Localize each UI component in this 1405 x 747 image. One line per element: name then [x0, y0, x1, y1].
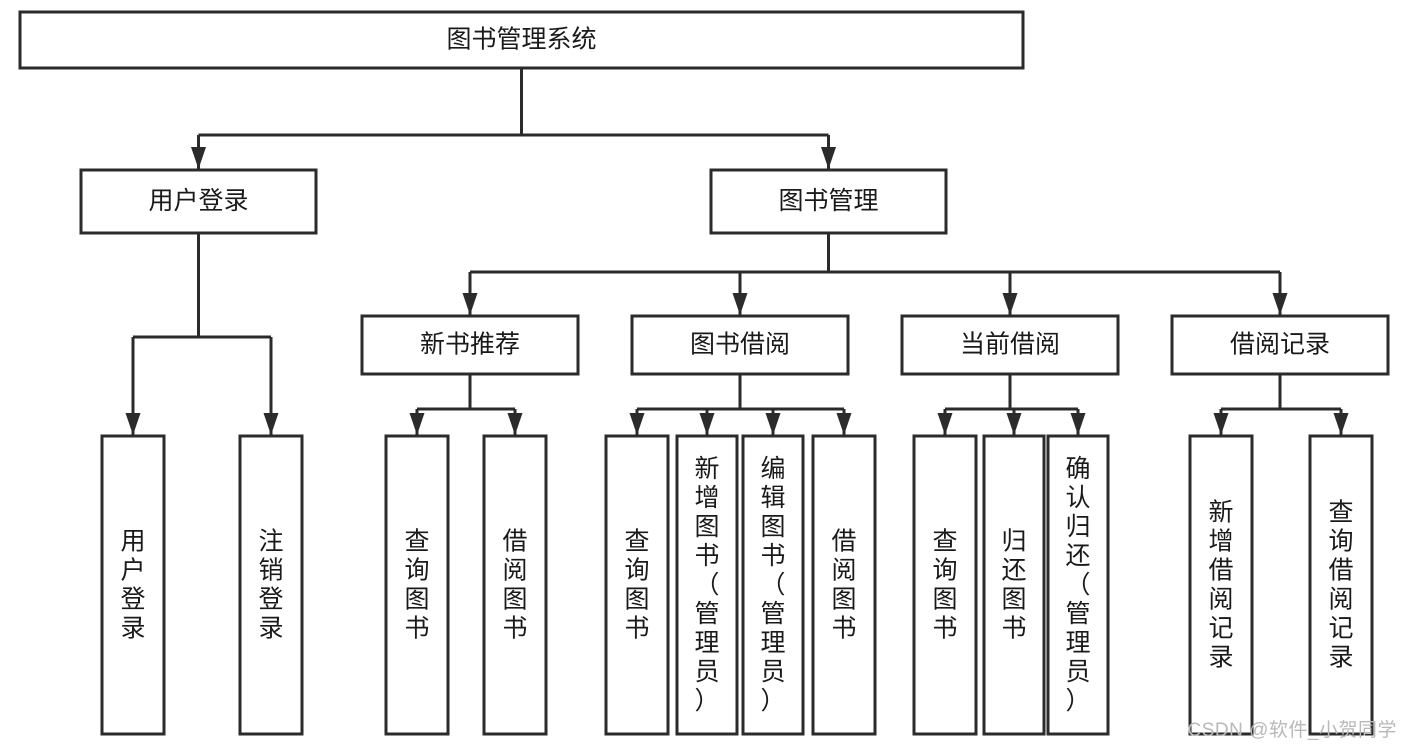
leaf-label: 注销登录	[258, 528, 283, 643]
connector-layer	[125, 68, 1349, 435]
arrow-head-icon	[1070, 413, 1086, 435]
level2-label: 用户登录	[148, 187, 248, 215]
level2-node[interactable]: 用户登录	[79, 168, 318, 235]
leaf-node[interactable]: 查询图书	[384, 434, 450, 736]
level3-box[interactable]	[900, 314, 1120, 376]
root-label: 图书管理系统	[446, 26, 596, 54]
arrow-head-icon	[263, 413, 279, 435]
leaf-label: 用户登录	[120, 528, 145, 643]
leaf-label: 借阅图书	[831, 528, 856, 643]
root-node[interactable]: 图书管理系统	[18, 10, 1025, 70]
arrow-head-icon	[836, 413, 852, 435]
level3-label: 图书借阅	[690, 331, 790, 359]
leaf-label: 查询借阅记录	[1328, 499, 1353, 672]
watermark-csdn: CSDN @软件_小贺同学	[1187, 720, 1397, 741]
level2-box[interactable]	[709, 168, 948, 235]
level3-box[interactable]	[630, 314, 850, 376]
leaf-node[interactable]: 查询借阅记录	[1308, 434, 1374, 736]
leaf-node[interactable]: 借阅图书	[482, 434, 548, 736]
leaf-node[interactable]: 查询图书	[604, 434, 670, 736]
leaf-box[interactable]	[675, 434, 739, 736]
arrow-head-icon	[462, 293, 478, 315]
arrow-head-icon	[409, 413, 425, 435]
arrow-head-icon	[732, 293, 748, 315]
arrow-head-icon	[1333, 413, 1349, 435]
arrow-head-icon	[1272, 293, 1288, 315]
arrow-head-icon	[1002, 293, 1018, 315]
leaf-node[interactable]: 新增图书（管理员）	[675, 434, 739, 736]
leaf-label: 查询图书	[624, 528, 649, 643]
leaf-box[interactable]	[912, 434, 978, 736]
leaf-node[interactable]: 借阅图书	[811, 434, 877, 736]
leaf-label: 确认归还（管理员）	[1065, 455, 1090, 715]
leaf-node[interactable]: 用户登录	[100, 434, 166, 736]
leaf-box[interactable]	[741, 434, 805, 736]
level3-node[interactable]: 图书借阅	[630, 314, 850, 376]
leaf-label: 查询图书	[404, 528, 429, 643]
leaf-label: 新增图书（管理员）	[694, 455, 719, 715]
arrow-head-icon	[937, 413, 953, 435]
arrow-head-icon	[191, 147, 206, 169]
level2-label: 图书管理	[778, 187, 878, 215]
leaf-box[interactable]	[1308, 434, 1374, 736]
level2-node[interactable]: 图书管理	[709, 168, 948, 235]
leaf-node[interactable]: 注销登录	[238, 434, 304, 736]
leaf-box[interactable]	[982, 434, 1046, 736]
arrow-head-icon	[507, 413, 523, 435]
level3-label: 借阅记录	[1230, 331, 1330, 359]
leaf-box[interactable]	[384, 434, 450, 736]
arrow-head-icon	[821, 147, 836, 169]
leaf-label: 查询图书	[932, 528, 957, 643]
level3-box[interactable]	[360, 314, 580, 376]
leaf-box[interactable]	[811, 434, 877, 736]
level3-node[interactable]: 当前借阅	[900, 314, 1120, 376]
arrow-head-icon	[629, 413, 645, 435]
arrow-head-icon	[1213, 413, 1229, 435]
leaf-box[interactable]	[1046, 434, 1110, 736]
leaf-node[interactable]: 确认归还（管理员）	[1046, 434, 1110, 736]
leaf-node[interactable]: 归还图书	[982, 434, 1046, 736]
arrow-head-icon	[699, 413, 715, 435]
level3-box[interactable]	[1170, 314, 1390, 376]
arrow-head-icon	[125, 413, 141, 435]
root-box[interactable]	[18, 10, 1025, 70]
leaf-node[interactable]: 编辑图书（管理员）	[741, 434, 805, 736]
level3-label: 新书推荐	[420, 331, 520, 359]
arrow-head-icon	[1006, 413, 1022, 435]
leaf-node[interactable]: 查询图书	[912, 434, 978, 736]
leaf-box[interactable]	[238, 434, 304, 736]
leaf-label: 借阅图书	[502, 528, 527, 643]
node-layer: 图书管理系统用户登录图书管理新书推荐图书借阅当前借阅借阅记录用户登录注销登录查询…	[18, 10, 1390, 736]
level3-node[interactable]: 借阅记录	[1170, 314, 1390, 376]
leaf-label: 编辑图书（管理员）	[760, 455, 785, 715]
leaf-label: 归还图书	[1001, 528, 1026, 643]
leaf-node[interactable]: 新增借阅记录	[1188, 434, 1254, 736]
leaf-box[interactable]	[1188, 434, 1254, 736]
leaf-box[interactable]	[100, 434, 166, 736]
leaf-box[interactable]	[604, 434, 670, 736]
level2-box[interactable]	[79, 168, 318, 235]
leaf-box[interactable]	[482, 434, 548, 736]
arrow-head-icon	[765, 413, 781, 435]
leaf-label: 新增借阅记录	[1208, 499, 1233, 672]
level3-node[interactable]: 新书推荐	[360, 314, 580, 376]
level3-label: 当前借阅	[960, 331, 1060, 359]
